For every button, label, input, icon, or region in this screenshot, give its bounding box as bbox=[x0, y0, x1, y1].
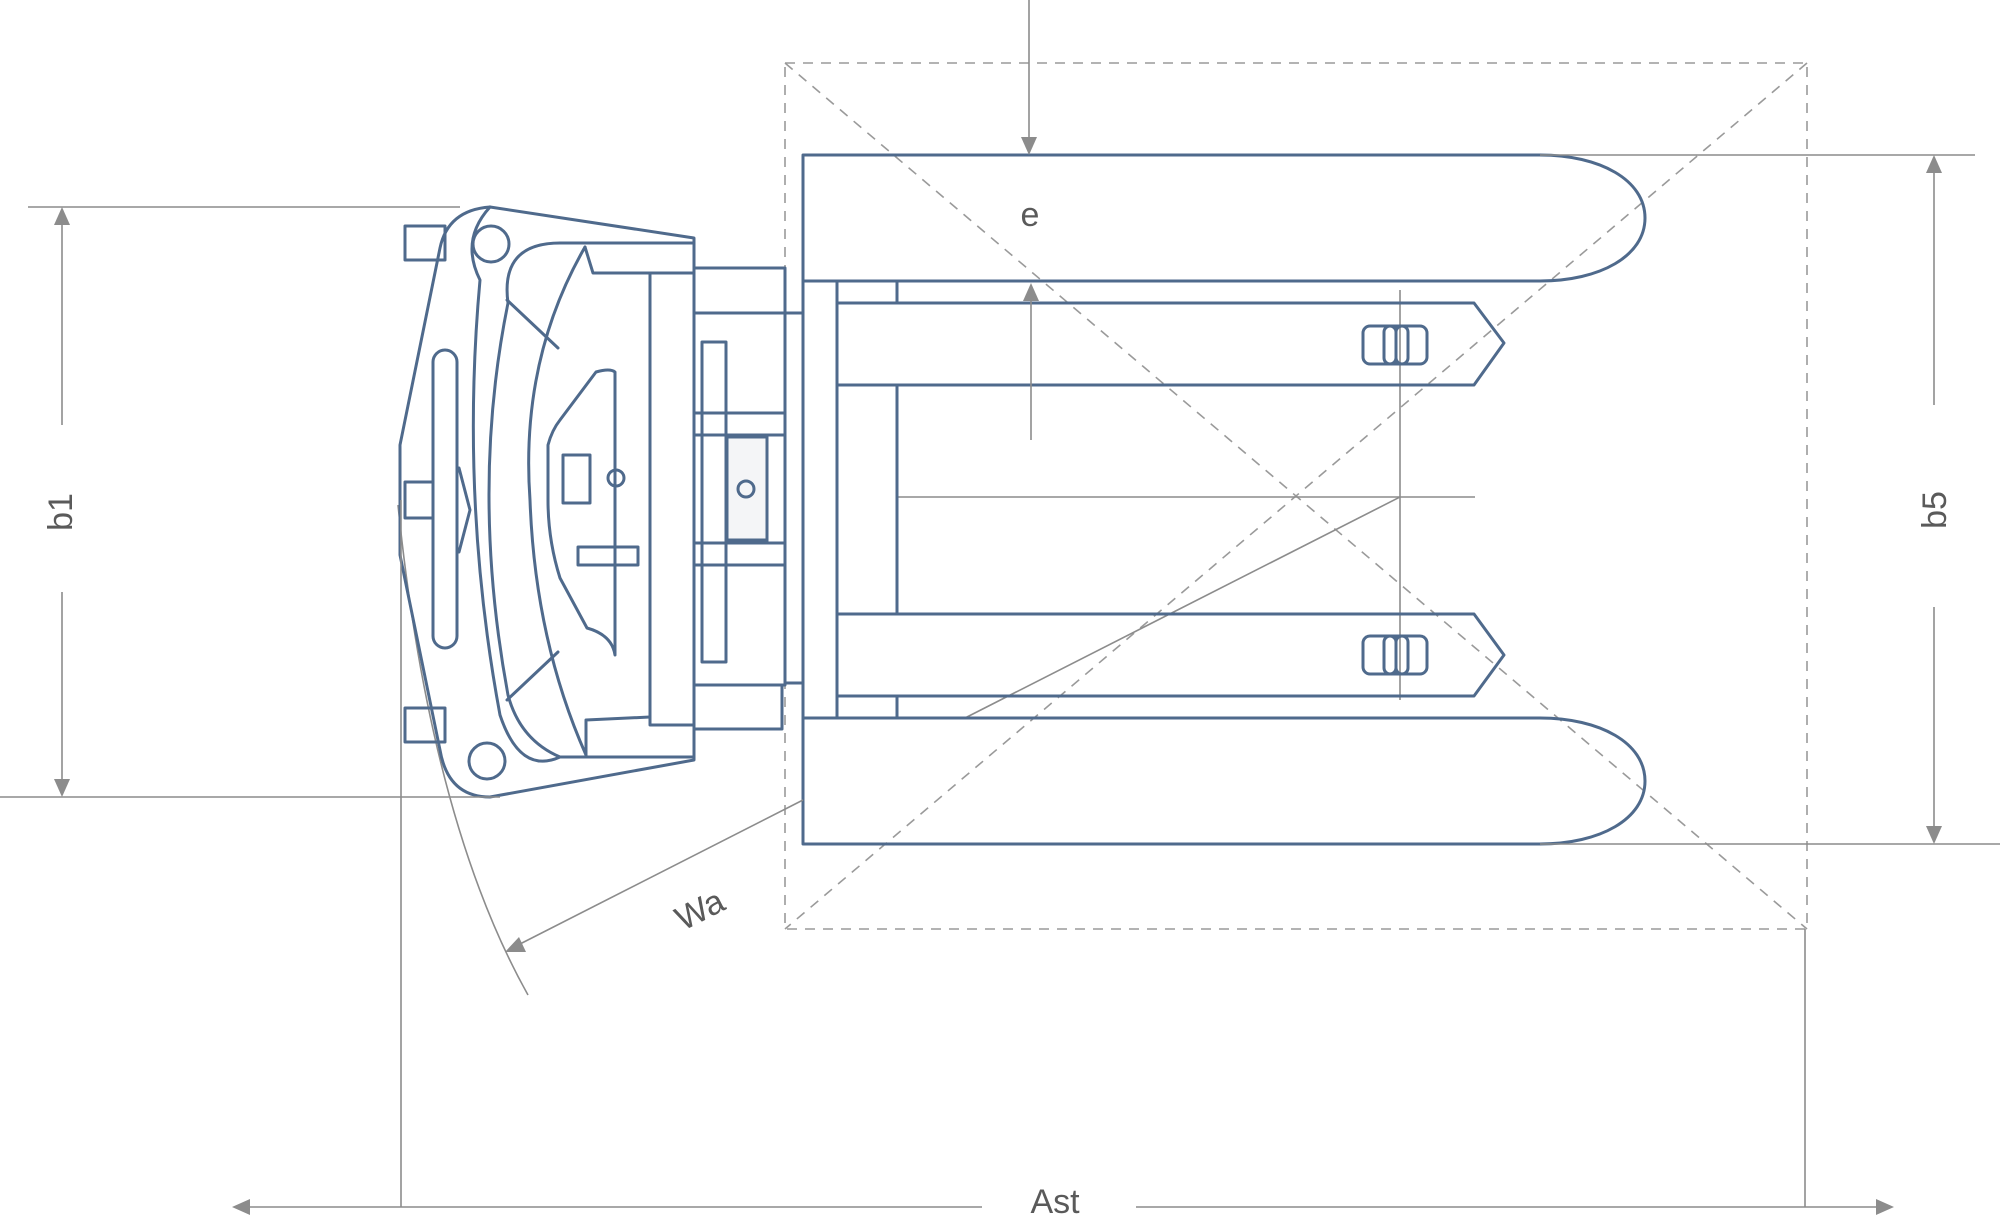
dimension-e: e bbox=[1021, 0, 1040, 440]
wheel-upper bbox=[471, 224, 511, 264]
tiller-bar bbox=[431, 348, 459, 650]
load-roller-upper bbox=[1361, 324, 1429, 366]
mast-bar-lower bbox=[692, 541, 787, 567]
support-leg-upper bbox=[835, 301, 1506, 387]
console-display bbox=[561, 453, 592, 505]
dim-b5-arrow-bottom bbox=[1926, 826, 1942, 844]
dim-ast-label: Ast bbox=[1030, 1183, 1080, 1215]
bumper-upper bbox=[403, 224, 447, 262]
console-slot bbox=[576, 545, 640, 567]
load-envelope-rect bbox=[784, 62, 1808, 930]
cover-seam-upper bbox=[505, 298, 560, 350]
turn-arc bbox=[397, 504, 529, 996]
tiller-grip bbox=[403, 480, 435, 520]
load-envelope-diagonal-2 bbox=[784, 62, 1808, 930]
fork-top bbox=[801, 153, 1647, 283]
dimension-b1: b1 bbox=[0, 206, 500, 798]
dimension-b5: b5 bbox=[1540, 154, 2000, 845]
drive-unit-body bbox=[398, 205, 696, 799]
dim-wa-line bbox=[519, 799, 804, 945]
fork-frame bbox=[783, 153, 1647, 846]
dim-b5-label: b5 bbox=[1916, 491, 1954, 529]
dim-b1-label: b1 bbox=[42, 493, 80, 531]
mast-bar-upper bbox=[692, 411, 787, 437]
dimension-ast: Ast bbox=[232, 500, 1894, 1215]
fork-carriage bbox=[801, 279, 839, 720]
console-key bbox=[606, 468, 626, 488]
dim-b1-arrow-top bbox=[54, 207, 70, 225]
side-panel bbox=[648, 271, 696, 727]
support-leg-lower bbox=[835, 612, 1506, 698]
cover-inner bbox=[527, 245, 588, 757]
cover-inner-frame bbox=[583, 245, 652, 757]
turn-radius-line bbox=[964, 496, 1401, 719]
wheel-lower bbox=[467, 741, 507, 781]
fork-bottom bbox=[801, 716, 1647, 846]
dim-ast-arrow-right bbox=[1876, 1199, 1894, 1215]
power-unit bbox=[398, 205, 787, 799]
dim-b5-arrow-top bbox=[1926, 155, 1942, 173]
dimension-wa: Wa bbox=[505, 799, 804, 952]
mast-block-lower bbox=[692, 683, 784, 731]
lift-cylinder bbox=[700, 340, 728, 664]
pump-indicator bbox=[736, 479, 756, 499]
bumper-lower bbox=[403, 706, 447, 744]
tiller-pointer bbox=[457, 466, 472, 554]
load-roller-lower bbox=[1361, 634, 1429, 676]
cover-outer-curve bbox=[470, 205, 562, 763]
dim-e-label: e bbox=[1021, 196, 1040, 234]
dim-b1-arrow-bottom bbox=[54, 779, 70, 797]
hydraulic-pump-box bbox=[725, 435, 769, 542]
turning-geometry bbox=[397, 290, 1475, 996]
dim-e-arrow-bottom bbox=[1023, 283, 1039, 301]
dim-wa-arrow bbox=[505, 937, 526, 952]
dim-e-arrow-top bbox=[1021, 137, 1037, 155]
dim-ast-arrow-left bbox=[232, 1199, 250, 1215]
load-envelope bbox=[784, 62, 1808, 930]
cover-outer bbox=[487, 241, 562, 759]
cover-seam-lower bbox=[505, 650, 560, 702]
dim-wa-label: Wa bbox=[669, 882, 731, 938]
control-console bbox=[546, 368, 617, 657]
